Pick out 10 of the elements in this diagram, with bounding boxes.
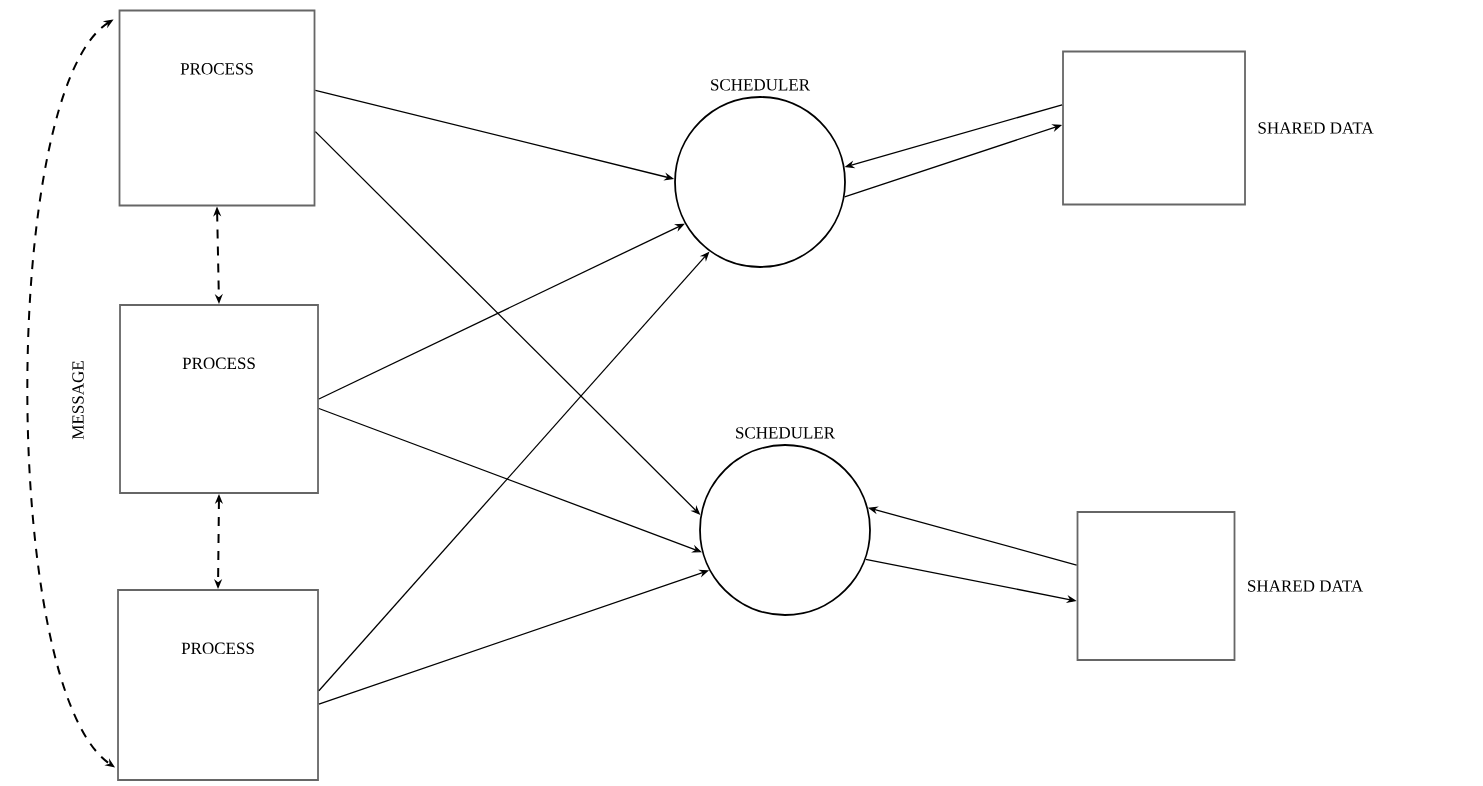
node-label: SCHEDULER <box>711 79 811 91</box>
node-label: SHARED DATA <box>1248 580 1364 592</box>
edge-label: MESSAGE <box>70 358 86 442</box>
process-box: PROCESS <box>117 589 319 781</box>
data-box: SHARED DATA <box>1062 50 1374 206</box>
data-box: SHARED DATA <box>1076 511 1364 661</box>
process-box: PROCESS <box>119 304 319 494</box>
node-label: SHARED DATA <box>1258 122 1374 134</box>
node-label: SCHEDULER <box>736 427 836 439</box>
process-box: PROCESS <box>118 9 316 207</box>
